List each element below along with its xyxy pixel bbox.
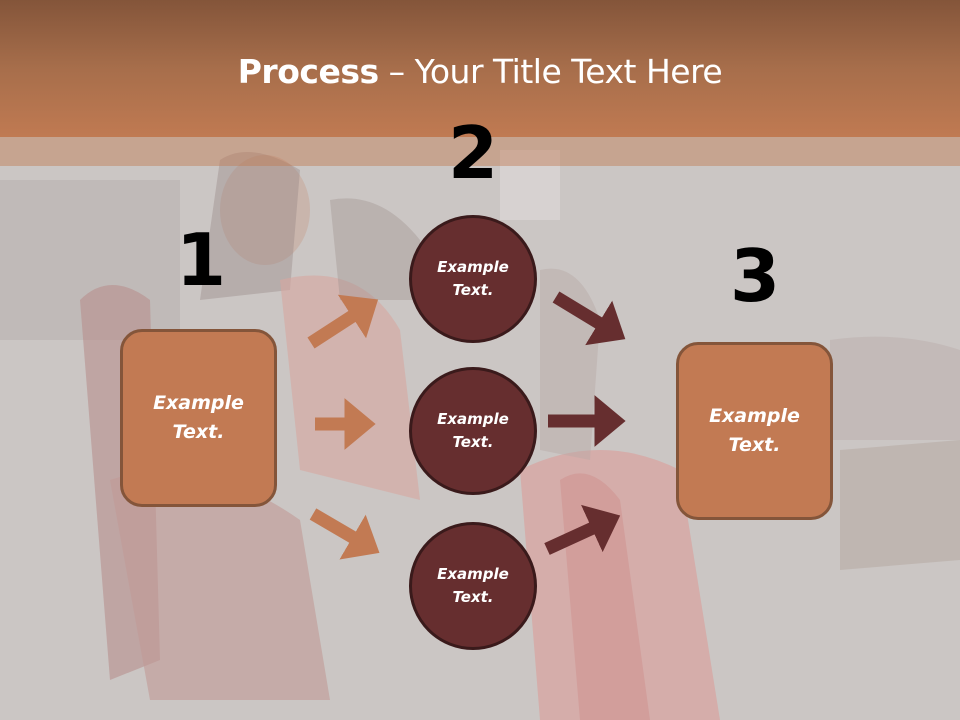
title-bold: Process	[237, 52, 379, 91]
arrow-to-circle-3	[309, 508, 380, 560]
start-box-label: Example Text.	[153, 392, 244, 443]
step-number-1: 1	[176, 218, 227, 302]
start-box[interactable]: Example Text.	[120, 329, 277, 507]
arrow-from-circle-1	[552, 291, 626, 346]
circle-step-3[interactable]: Example Text.	[409, 522, 537, 650]
circle-step-2[interactable]: Example Text.	[409, 367, 537, 495]
circle-1-label: Example Text.	[437, 258, 509, 299]
arrow-from-circle-3	[544, 504, 621, 555]
arrow-to-circle-1	[307, 294, 379, 349]
title-band	[0, 137, 960, 166]
slide-title: Process – Your Title Text Here	[0, 52, 960, 91]
end-box[interactable]: Example Text.	[676, 342, 833, 520]
step-number-3: 3	[730, 234, 781, 318]
title-rest: – Your Title Text Here	[378, 52, 723, 91]
circle-step-1[interactable]: Example Text.	[409, 215, 537, 343]
step-number-2: 2	[448, 111, 499, 195]
end-box-label: Example Text.	[709, 405, 800, 456]
circle-2-label: Example Text.	[437, 410, 509, 451]
title-bar	[0, 0, 960, 137]
circle-3-label: Example Text.	[437, 565, 509, 606]
